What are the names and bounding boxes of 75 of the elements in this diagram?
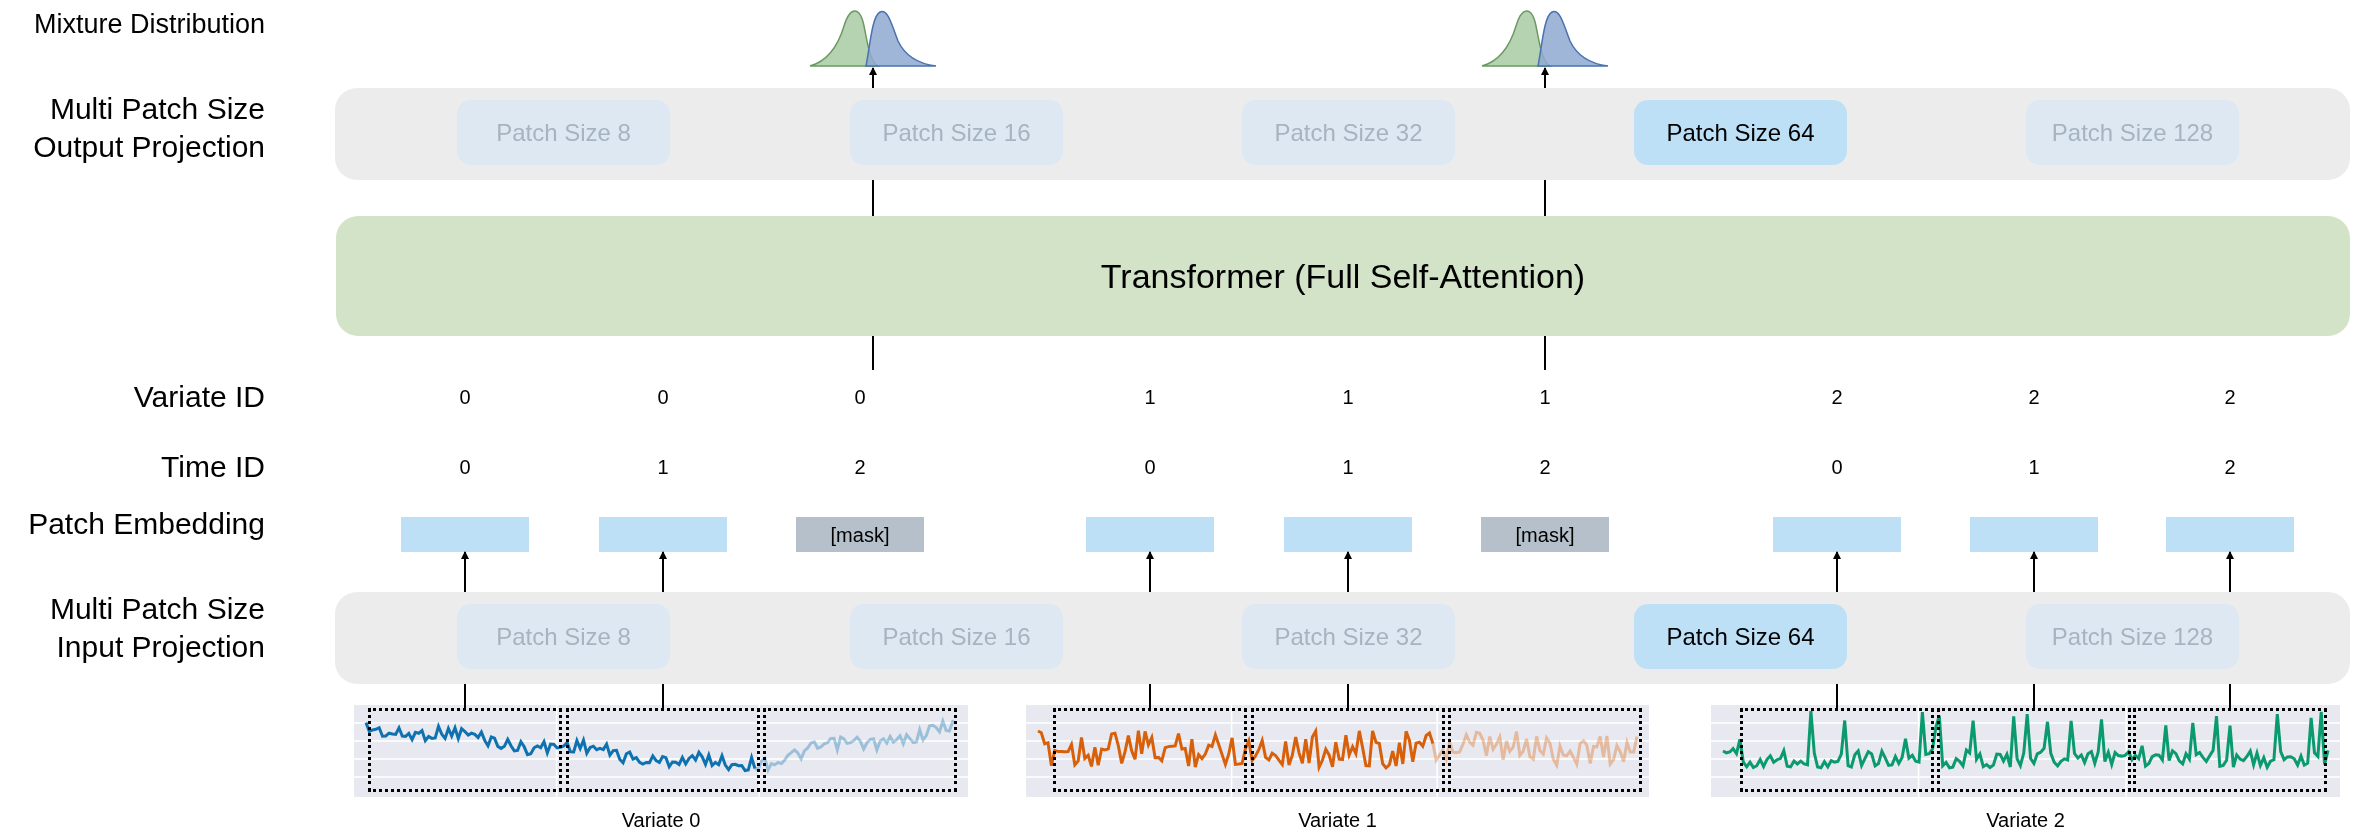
id-value: 2 bbox=[2028, 385, 2040, 410]
id-value: 1 bbox=[2028, 455, 2040, 480]
projection-band bbox=[335, 592, 2350, 684]
patch-embedding bbox=[1773, 517, 1901, 552]
id-value: 2 bbox=[1539, 455, 1551, 480]
node-label: [mask] bbox=[1515, 522, 1575, 548]
id-value: 1 bbox=[657, 455, 669, 480]
chart-caption: Variate 1 bbox=[1297, 808, 1378, 831]
id-value: 2 bbox=[854, 455, 866, 480]
arrow bbox=[1146, 551, 1154, 593]
connector-line bbox=[1544, 335, 1546, 371]
connector-line bbox=[872, 335, 874, 371]
row-label: Multi Patch Size Output Projection bbox=[32, 91, 265, 165]
patch-window bbox=[1740, 708, 1934, 792]
row-label: Multi Patch Size Input Projection bbox=[48, 591, 265, 665]
id-value: 1 bbox=[1342, 455, 1354, 480]
arrow bbox=[1833, 551, 1841, 593]
patch-window bbox=[566, 708, 760, 792]
patch-window bbox=[368, 708, 562, 792]
connector-line bbox=[662, 683, 664, 709]
id-value: 1 bbox=[1342, 385, 1354, 410]
projection-band bbox=[335, 88, 2350, 180]
patch-window bbox=[1937, 708, 2131, 792]
row-label: Variate ID bbox=[132, 379, 265, 415]
id-value: 1 bbox=[1539, 385, 1551, 410]
patch-size-box bbox=[1634, 604, 1847, 669]
arrow bbox=[869, 67, 877, 89]
id-value: 0 bbox=[854, 385, 866, 410]
connector-line bbox=[2229, 683, 2231, 709]
id-value: 0 bbox=[459, 455, 471, 480]
patch-embedding bbox=[2166, 517, 2294, 552]
row-label: Patch Embedding bbox=[27, 506, 265, 542]
patch-window bbox=[1448, 708, 1642, 792]
id-value: 1 bbox=[1144, 385, 1156, 410]
patch-window bbox=[2133, 708, 2327, 792]
connector-line bbox=[1149, 683, 1151, 709]
connector-line bbox=[2033, 683, 2035, 709]
connector-line bbox=[1544, 179, 1546, 217]
id-value: 2 bbox=[2224, 455, 2236, 480]
chart-caption: Variate 0 bbox=[620, 808, 702, 831]
node-label: [mask] bbox=[830, 522, 890, 548]
node-label: Patch Size 64 bbox=[1666, 621, 1815, 652]
patch-embedding bbox=[599, 517, 727, 552]
node-label: Transformer (Full Self-Attention) bbox=[1100, 255, 1586, 297]
row-label: Mixture Distribution bbox=[32, 8, 265, 41]
chart-caption: Variate 2 bbox=[1985, 808, 2066, 831]
arrow bbox=[659, 551, 667, 593]
id-value: 0 bbox=[459, 385, 471, 410]
connector-line bbox=[1347, 683, 1349, 709]
connector-line bbox=[1836, 683, 1838, 709]
patch-embedding bbox=[1970, 517, 2098, 552]
patch-embedding bbox=[1284, 517, 1412, 552]
mask-embedding bbox=[796, 517, 924, 552]
patch-window bbox=[1053, 708, 1247, 792]
patch-embedding bbox=[1086, 517, 1214, 552]
arrow bbox=[2030, 551, 2038, 593]
arrow bbox=[461, 551, 469, 593]
node-label: Patch Size 64 bbox=[1666, 117, 1815, 148]
patch-window bbox=[1251, 708, 1445, 792]
id-value: 2 bbox=[2224, 385, 2236, 410]
row-label: Time ID bbox=[160, 449, 265, 485]
patch-embedding bbox=[401, 517, 529, 552]
id-value: 0 bbox=[1144, 455, 1156, 480]
transformer-block bbox=[336, 216, 2350, 336]
id-value: 2 bbox=[1831, 385, 1843, 410]
arrow bbox=[1541, 67, 1549, 89]
id-value: 0 bbox=[657, 385, 669, 410]
arrow bbox=[2226, 551, 2234, 593]
connector-line bbox=[464, 683, 466, 709]
patch-window bbox=[763, 708, 957, 792]
id-value: 0 bbox=[1831, 455, 1843, 480]
mask-embedding bbox=[1481, 517, 1609, 552]
arrow bbox=[1344, 551, 1352, 593]
patch-size-box bbox=[1634, 100, 1847, 165]
connector-line bbox=[872, 179, 874, 217]
